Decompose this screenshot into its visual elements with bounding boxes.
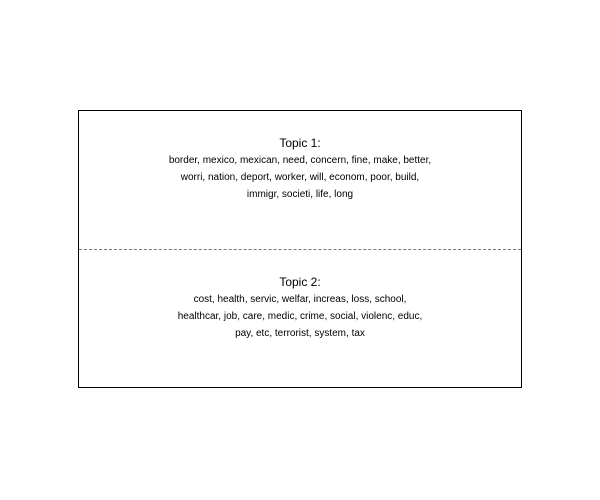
topic-1-words-line-3: immigr, societi, life, long bbox=[246, 189, 354, 200]
topic-1-words-line-1: border, mexico, mexican, need, concern, … bbox=[168, 155, 432, 166]
topic-2-title: Topic 2: bbox=[279, 275, 321, 289]
topic-2-words-line-2: healthcar, job, care, medic, crime, soci… bbox=[177, 311, 423, 322]
topic-2-words-line-1: cost, health, servic, welfar, increas, l… bbox=[193, 294, 407, 305]
topic-1-words-line-2: worri, nation, deport, worker, will, eco… bbox=[180, 172, 420, 183]
dashed-divider bbox=[79, 249, 521, 250]
topic-1-panel: Topic 1: border, mexico, mexican, need, … bbox=[79, 136, 521, 203]
topic-2-words-line-3: pay, etc, terrorist, system, tax bbox=[235, 328, 365, 339]
topics-diagram-frame: Topic 1: border, mexico, mexican, need, … bbox=[78, 110, 522, 388]
topic-2-panel: Topic 2: cost, health, servic, welfar, i… bbox=[79, 275, 521, 342]
topic-1-title: Topic 1: bbox=[279, 136, 321, 150]
